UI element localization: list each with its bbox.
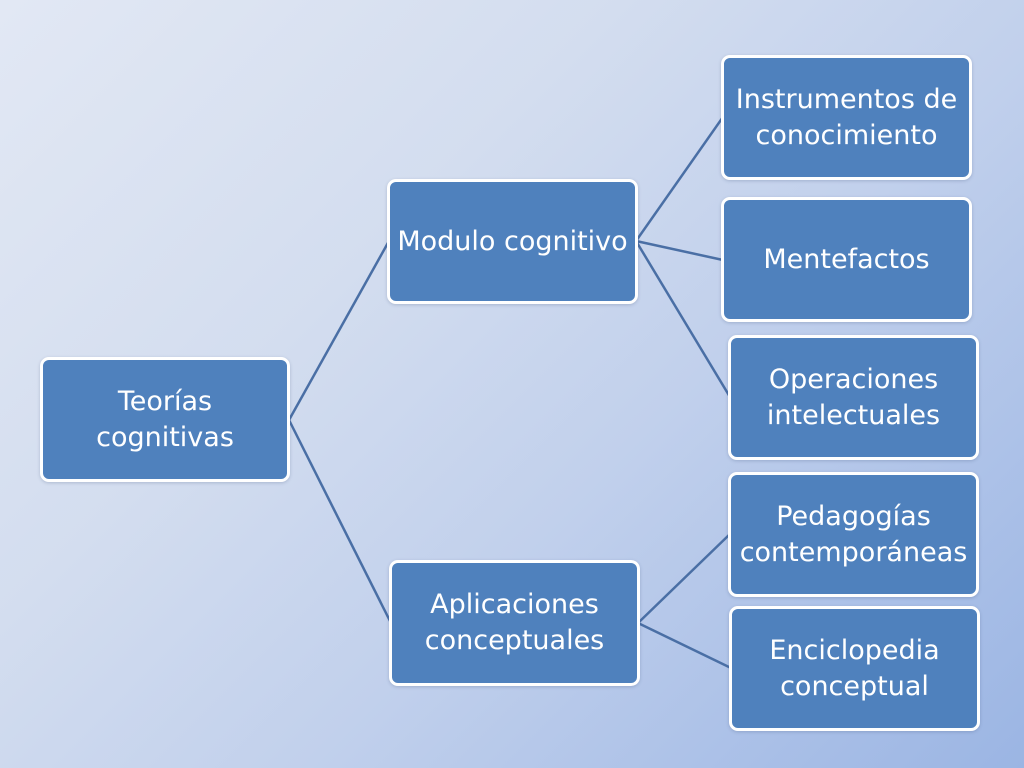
node-teorias-cognitivas-label: Teorías cognitivas — [96, 385, 234, 453]
node-operaciones-intelectuales-label: Operaciones intelectuales — [766, 363, 941, 431]
node-mentefactos: Mentefactos — [721, 197, 972, 322]
node-mentefactos-label: Mentefactos — [763, 243, 930, 275]
node-pedagogias-contemporaneas-label: Pedagogías contemporáneas — [739, 500, 968, 568]
connector-aplicaciones-pedagogias — [637, 533, 731, 624]
node-aplicaciones-conceptuales: Aplicaciones conceptuales — [389, 560, 640, 686]
node-instrumentos-de-conocimiento: Instrumentos de conocimiento — [721, 55, 972, 180]
connector-modulo-mentefactos — [635, 239, 724, 262]
node-instrumentos-de-conocimiento-label: Instrumentos de conocimiento — [735, 83, 958, 151]
node-modulo-cognitivo: Modulo cognitivo — [387, 179, 638, 304]
node-teorias-cognitivas: Teorías cognitivas — [40, 357, 290, 482]
node-enciclopedia-conceptual: Enciclopedia conceptual — [729, 606, 980, 731]
connector-aplicaciones-enciclopedia — [637, 621, 732, 670]
connector-modulo-operaciones — [634, 240, 732, 398]
node-pedagogias-contemporaneas: Pedagogías contemporáneas — [728, 472, 979, 597]
connector-root-modulo — [287, 240, 391, 421]
connector-modulo-instrumentos — [634, 116, 725, 242]
node-enciclopedia-conceptual-label: Enciclopedia conceptual — [769, 634, 940, 702]
node-modulo-cognitivo-label: Modulo cognitivo — [397, 225, 628, 257]
node-operaciones-intelectuales: Operaciones intelectuales — [728, 335, 979, 460]
connector-root-aplicaciones — [287, 419, 393, 624]
node-aplicaciones-conceptuales-label: Aplicaciones conceptuales — [424, 589, 605, 656]
